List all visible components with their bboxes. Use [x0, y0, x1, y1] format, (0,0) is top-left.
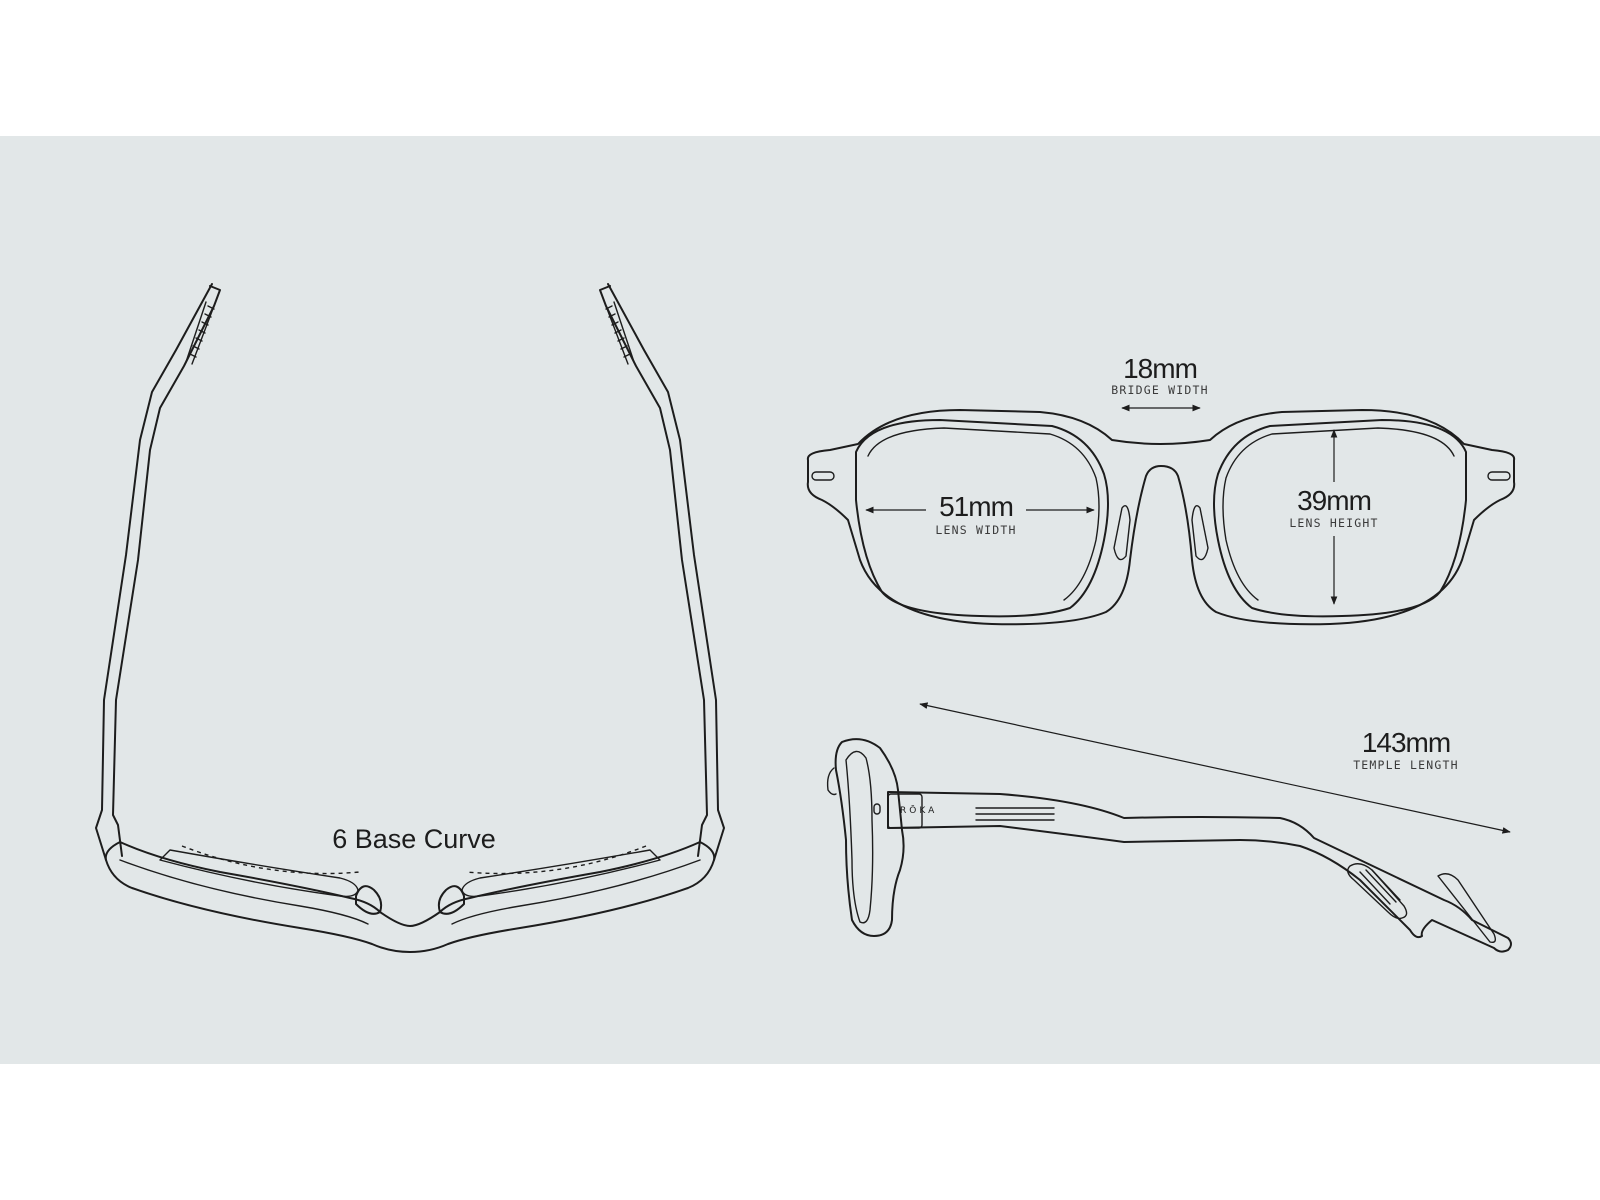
temple-length-label: TEMPLE LENGTH [1353, 758, 1459, 772]
temple-brand-logo: RŌKA [900, 805, 937, 816]
base-curve-label: 6 Base Curve [332, 824, 496, 854]
lens-height-value: 39mm [1297, 485, 1371, 516]
lens-height-label: LENS HEIGHT [1289, 516, 1378, 530]
lens-width-label: LENS WIDTH [935, 523, 1016, 537]
front-view-glasses: 18mm BRIDGE WIDTH 51mm LENS WIDTH 39mm L… [806, 353, 1516, 626]
temple-length-value: 143mm [1362, 727, 1450, 758]
lens-width-value: 51mm [939, 491, 1013, 522]
side-view-glasses: RŌKA 143mm TEMPLE LENGTH [826, 702, 1512, 953]
top-view-glasses: 6 Base Curve [95, 283, 725, 953]
bridge-width-label: BRIDGE WIDTH [1111, 383, 1208, 397]
bridge-width-value: 18mm [1123, 353, 1197, 384]
